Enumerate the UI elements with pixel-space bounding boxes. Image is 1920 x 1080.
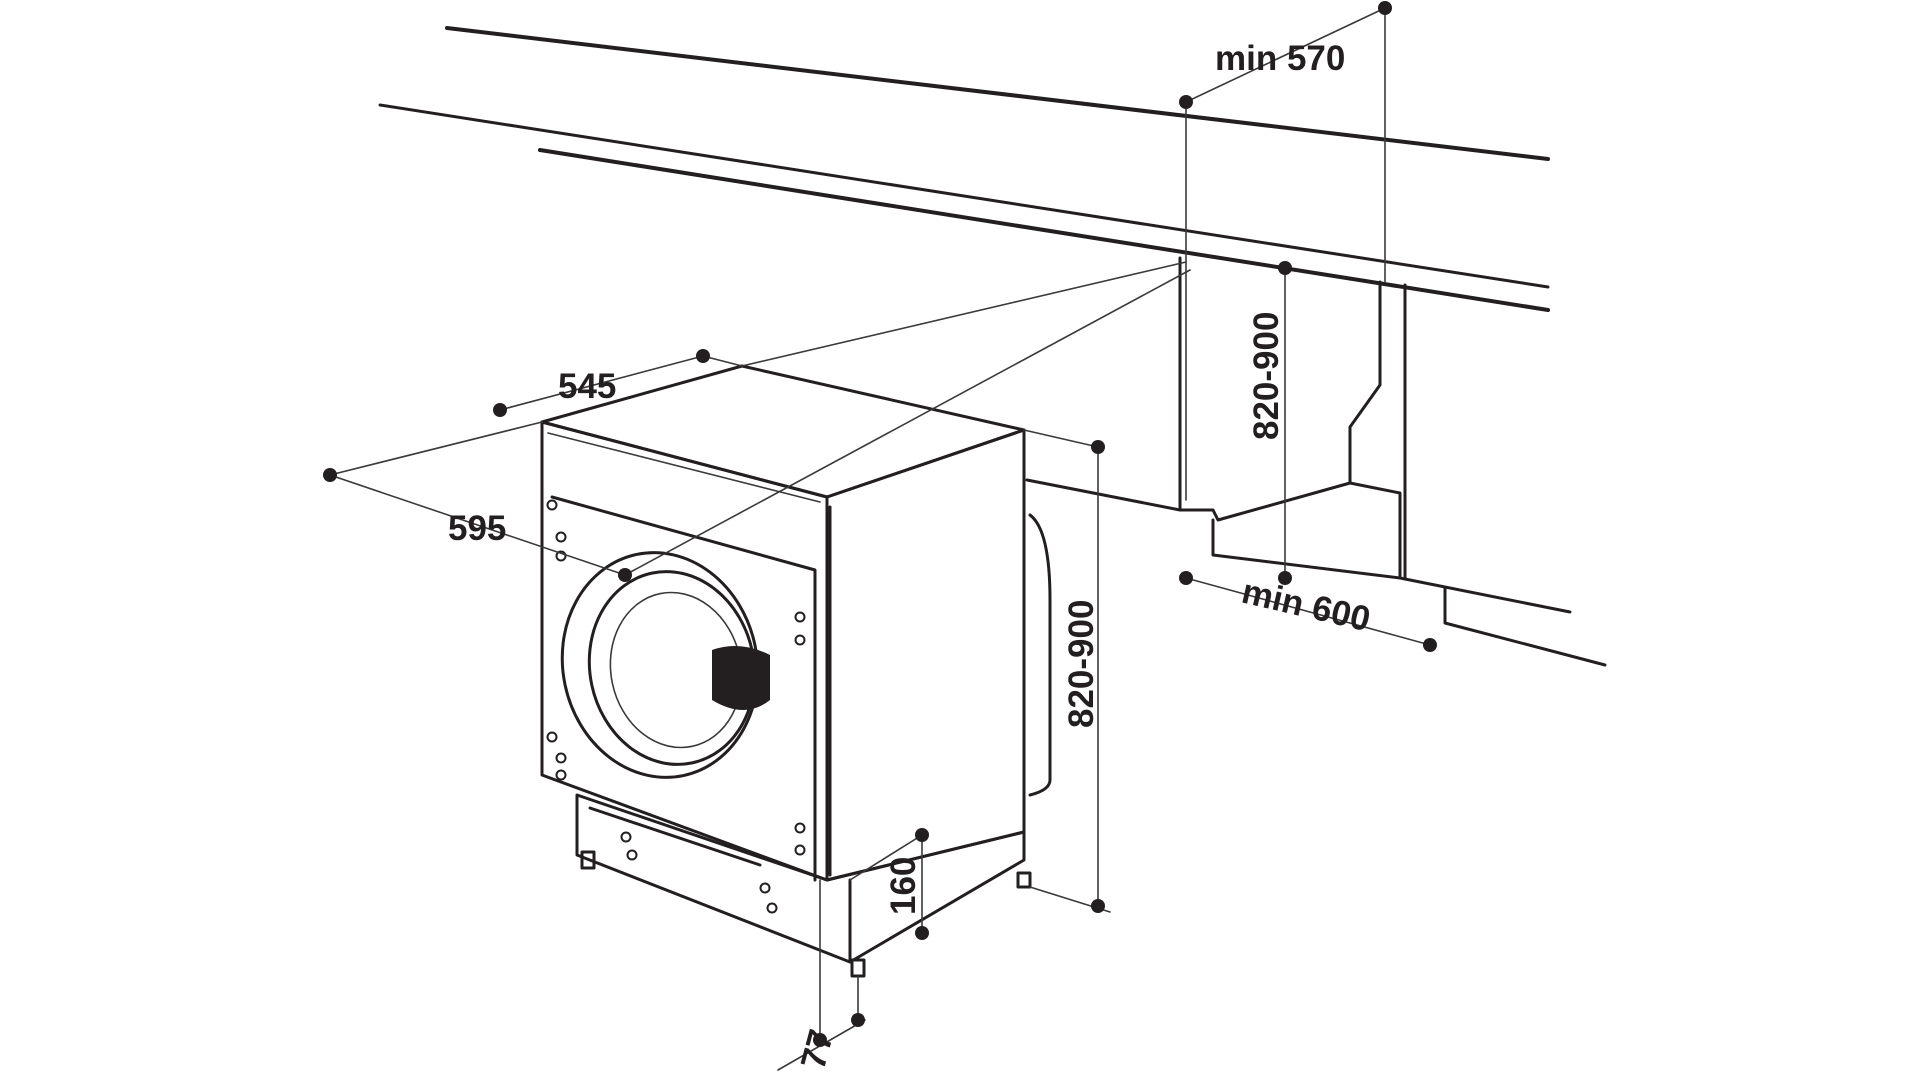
label-width-595: 595 <box>448 509 506 548</box>
dot-plinth-depth-left <box>813 1033 827 1047</box>
hole-1 <box>546 499 558 511</box>
hole-13 <box>759 882 771 894</box>
worktop-top-front-edge <box>378 103 1550 289</box>
worktop <box>378 26 1550 312</box>
label-min-600: min 600 <box>1238 572 1374 639</box>
hole-11 <box>620 831 632 843</box>
front-panel-top <box>550 495 817 882</box>
dot-plinth-height-bottom <box>915 926 929 940</box>
label-min-570: min 570 <box>1215 39 1345 78</box>
hole-4 <box>794 611 806 623</box>
side-bulge <box>1028 513 1052 797</box>
dot-machine-height-bottom <box>1091 899 1105 913</box>
dimension-labels: min 570 545 595 820-900 820-900 min 600 … <box>448 39 1374 1073</box>
label-plinth-depth-77: 77 <box>794 1026 842 1074</box>
washing-machine <box>540 364 1052 978</box>
hole-14 <box>766 902 778 914</box>
width-ext-right <box>624 269 1191 576</box>
door-outer-ring <box>560 551 760 779</box>
label-depth-545: 545 <box>558 367 616 406</box>
hole-12 <box>626 849 638 861</box>
dot-min570-right <box>1378 1 1392 15</box>
foot-front-right <box>850 958 866 978</box>
label-machine-height: 820-900 <box>1062 600 1101 728</box>
dot-niche-bottom <box>1278 571 1292 585</box>
top-inner-edge <box>547 432 821 503</box>
niche-side-wall <box>1348 280 1572 614</box>
dot-depth-right <box>696 349 710 363</box>
machine-height-ext-top <box>1023 429 1099 448</box>
dot-depth-left <box>493 403 507 417</box>
machine-front <box>540 420 829 882</box>
hole-5 <box>794 634 806 646</box>
foot-back-right <box>1016 871 1032 889</box>
machine-side <box>825 428 1026 882</box>
foot-front-left <box>580 850 596 870</box>
hole-9 <box>794 822 806 834</box>
niche-inner-panel <box>1178 256 1352 522</box>
dot-min570-left <box>1179 95 1193 109</box>
hole-7 <box>555 752 567 764</box>
dot-plinth-depth-right <box>851 1013 865 1027</box>
dot-min600-right <box>1423 638 1437 652</box>
dot-plinth-height-top <box>915 828 929 842</box>
niche-base-edge <box>1211 518 1402 580</box>
hole-2 <box>555 531 567 543</box>
worktop-bottom-front-edge <box>538 148 1550 312</box>
cabinet-niche <box>1025 256 1607 667</box>
width-ext-top <box>329 421 543 476</box>
dimension-dots <box>323 1 1437 1047</box>
niche-floor-step <box>1443 586 1607 667</box>
plinth-height-ext-top <box>849 834 923 881</box>
depth-dim <box>499 355 704 411</box>
dot-width-left <box>323 468 337 482</box>
hole-8 <box>555 769 567 781</box>
hole-6 <box>546 731 558 743</box>
depth-ext-back <box>741 261 1187 367</box>
dot-niche-top <box>1278 261 1292 275</box>
width-dim <box>329 474 626 576</box>
label-niche-height: 820-900 <box>1247 312 1286 440</box>
hole-10 <box>794 844 806 856</box>
min600-dim <box>1185 577 1431 646</box>
label-plinth-height-160: 160 <box>884 857 923 915</box>
machine-plinth <box>575 793 1026 964</box>
plinth-inner-top <box>588 806 762 867</box>
worktop-back-edge <box>445 26 1550 161</box>
dot-width-right <box>618 568 632 582</box>
min570-dim <box>1185 7 1386 103</box>
niche-floor-edge <box>1025 478 1182 512</box>
dot-machine-height-top <box>1091 440 1105 454</box>
dot-min600-left <box>1179 571 1193 585</box>
door-handle <box>712 646 770 710</box>
